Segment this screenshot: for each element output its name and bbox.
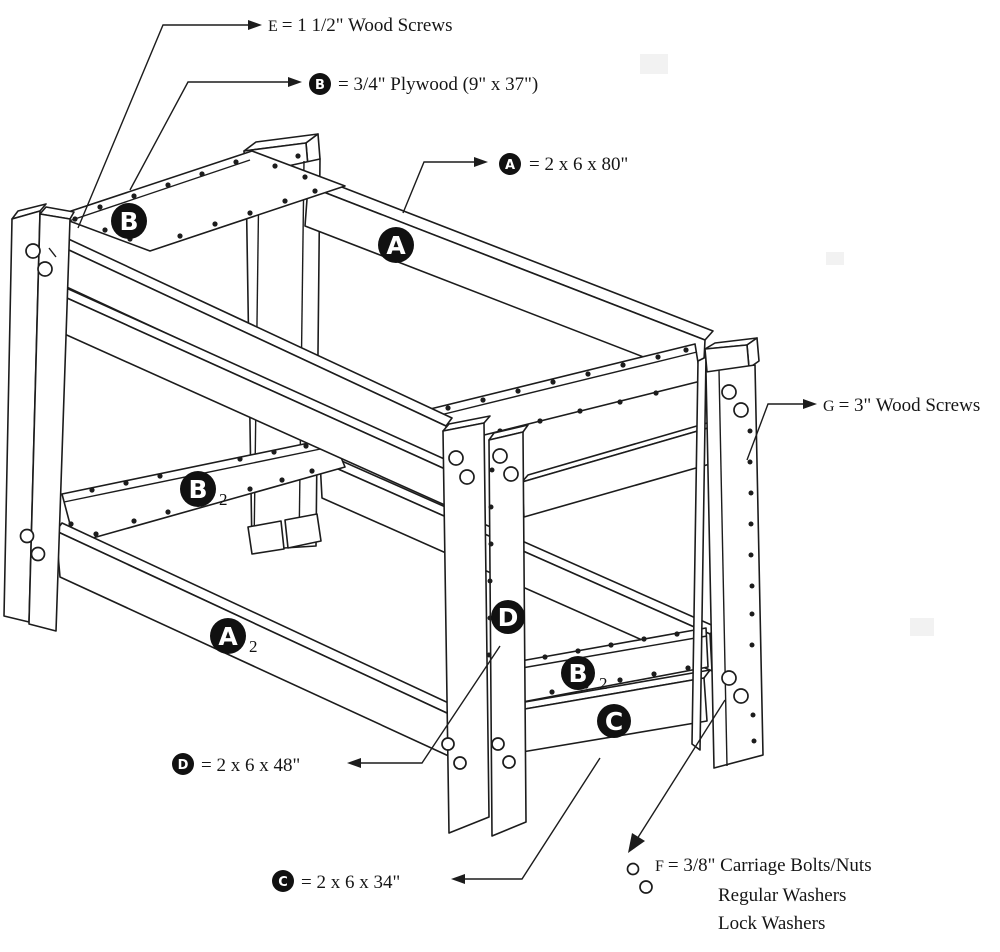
svg-text:B: B xyxy=(119,207,138,236)
carriage-bolt-icon xyxy=(626,862,640,876)
part-label-B-top: B xyxy=(111,203,147,239)
svg-text:A: A xyxy=(386,231,406,260)
arrow-down-left-icon xyxy=(628,833,645,853)
callout-A: A = 2 x 6 x 80" xyxy=(402,153,628,214)
svg-text:= 3/4" Plywood (9" x 37"): = 3/4" Plywood (9" x 37") xyxy=(338,74,538,95)
carriage-bolt-icon xyxy=(639,880,653,894)
part-label-C-bottom: C xyxy=(597,704,631,738)
rail-rear-top-A xyxy=(304,176,714,381)
arrow-left-icon xyxy=(347,758,361,768)
leg-front-left xyxy=(3,203,75,632)
svg-text:E= 1 1/2" Wood Screws: E= 1 1/2" Wood Screws xyxy=(268,15,452,36)
callout-C: C = 2 x 6 x 34" xyxy=(272,757,601,893)
arrow-right-icon xyxy=(803,399,817,409)
svg-text:B: B xyxy=(568,659,587,688)
svg-text:= 2 x 6 x 80": = 2 x 6 x 80" xyxy=(529,154,628,175)
callout-E: E= 1 1/2" Wood Screws xyxy=(77,15,452,229)
svg-text:A: A xyxy=(505,158,515,173)
part-label-A2-bottom-left: A 2 xyxy=(210,618,258,656)
callout-D: D = 2 x 6 x 48" xyxy=(172,645,501,776)
arrow-left-icon xyxy=(451,874,465,884)
part-label-B2-left: B 2 xyxy=(180,471,228,509)
svg-text:F= 3/8" Carriage Bolts/Nuts: F= 3/8" Carriage Bolts/Nuts xyxy=(655,855,872,876)
part-badge-icon xyxy=(309,73,331,95)
svg-text:2: 2 xyxy=(219,490,228,509)
arrow-right-icon xyxy=(474,157,488,167)
scan-smudge xyxy=(910,618,934,636)
rail-near-end-middle xyxy=(521,420,715,518)
svg-text:= 2 x 6 x 34": = 2 x 6 x 34" xyxy=(301,872,400,893)
svg-text:D: D xyxy=(498,603,519,632)
callout-B: B = 3/4" Plywood (9" x 37") xyxy=(129,73,538,191)
scan-smudge xyxy=(640,54,668,74)
leg-front-right xyxy=(441,415,529,837)
rail-front-top xyxy=(55,235,453,507)
callout-G: G= 3" Wood Screws xyxy=(746,395,980,461)
svg-text:C: C xyxy=(605,707,623,736)
part-badge-icon xyxy=(272,870,294,892)
arrow-right-icon xyxy=(288,77,302,87)
part-label-D-leg: D xyxy=(491,600,525,634)
part-label-A-top: A xyxy=(378,227,414,263)
svg-text:B: B xyxy=(315,78,325,93)
part-label-B2-right: B 2 xyxy=(561,656,608,693)
leg-rear-right xyxy=(691,337,764,769)
arrow-right-icon xyxy=(248,20,262,30)
part-badge-icon xyxy=(499,153,521,175)
svg-text:2: 2 xyxy=(249,637,258,656)
svg-text:A: A xyxy=(218,622,238,651)
svg-text:G= 3" Wood Screws: G= 3" Wood Screws xyxy=(823,395,980,416)
scan-smudge xyxy=(826,252,844,265)
svg-text:D: D xyxy=(178,758,189,773)
callout-F: F= 3/8" Carriage Bolts/Nuts Regular Wash… xyxy=(626,699,872,934)
svg-text:Lock Washers: Lock Washers xyxy=(718,913,825,934)
svg-text:Regular Washers: Regular Washers xyxy=(718,885,846,906)
svg-text:C: C xyxy=(278,875,288,890)
svg-text:B: B xyxy=(188,475,207,504)
part-badge-icon xyxy=(172,753,194,775)
svg-text:2: 2 xyxy=(599,674,608,693)
svg-text:= 2 x 6 x 48": = 2 x 6 x 48" xyxy=(201,755,300,776)
